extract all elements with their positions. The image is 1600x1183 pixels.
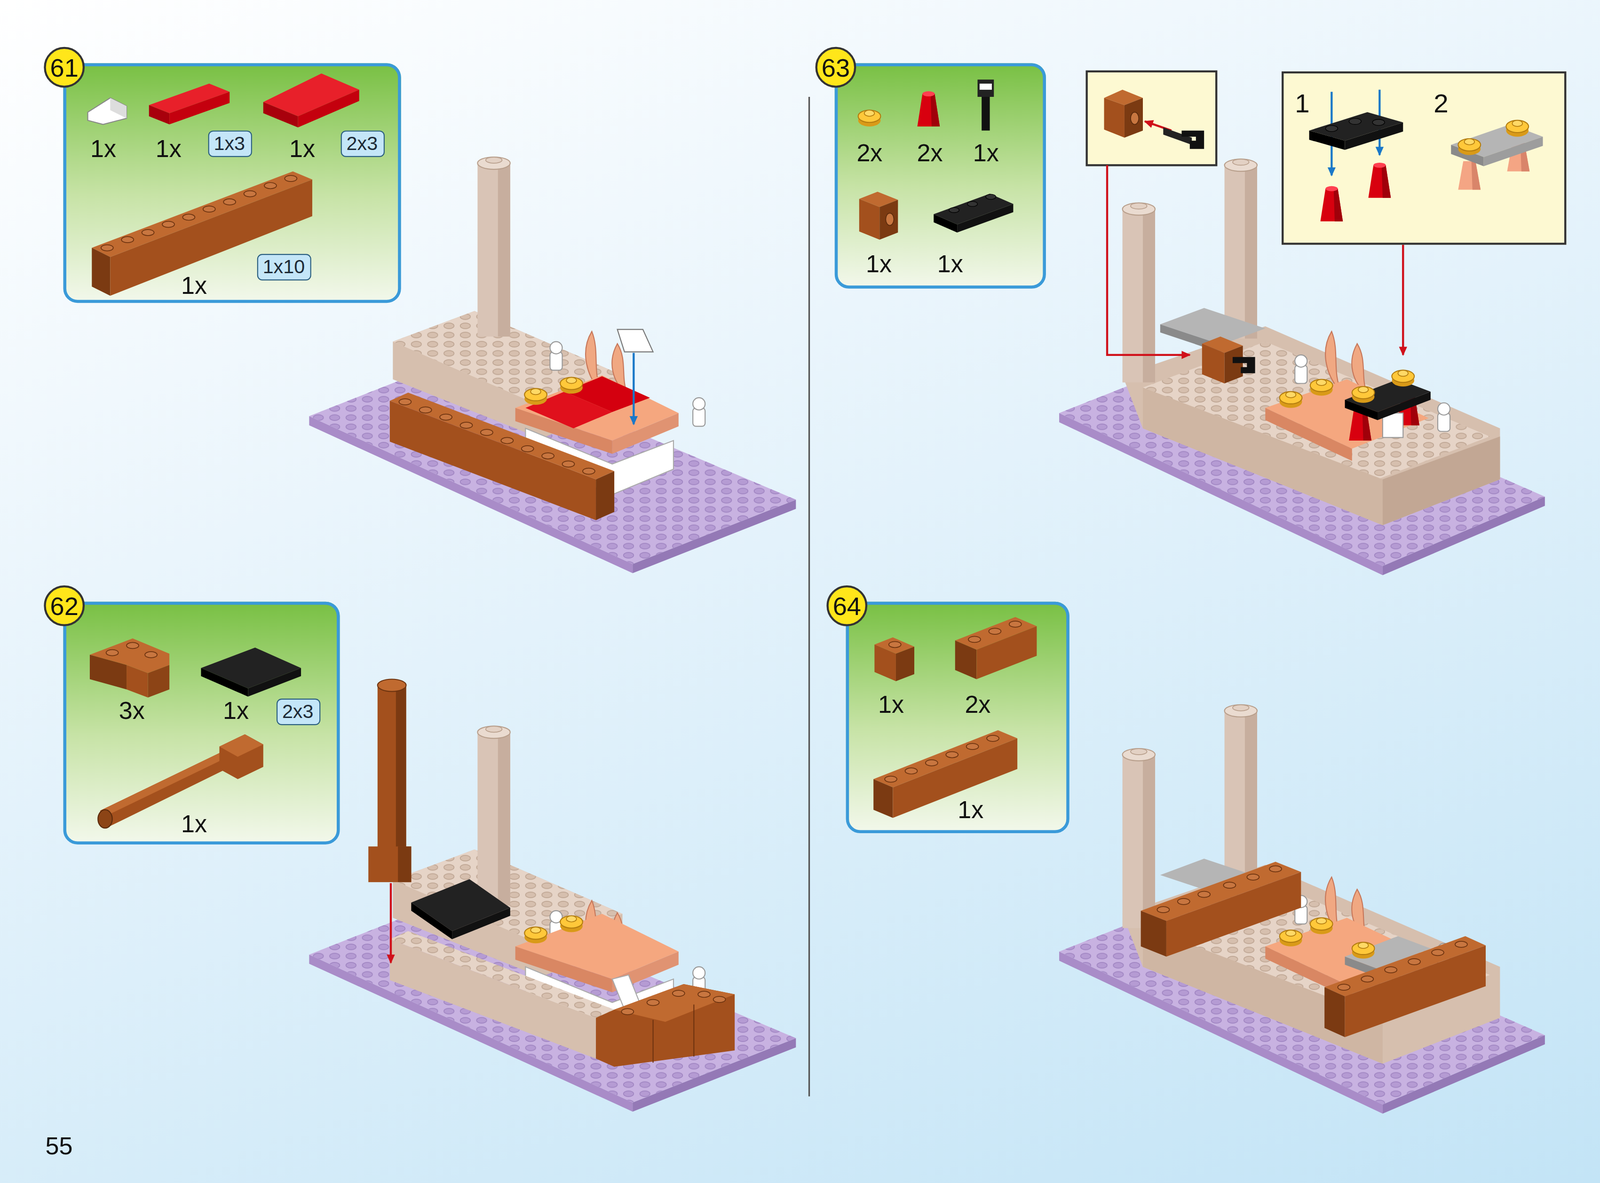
part-count: 1x — [878, 690, 904, 720]
part-count: 1x — [181, 271, 207, 301]
size-tag: 1x10 — [256, 253, 311, 281]
part-count: 1x — [937, 249, 964, 279]
step-number: 63 — [815, 47, 857, 88]
page-number: 55 — [45, 1132, 73, 1162]
part-count: 1x — [865, 249, 892, 279]
step-panel: 611x32x31x10 — [63, 63, 402, 303]
size-text: 2x3 — [282, 700, 314, 724]
size-text: 1x3 — [213, 132, 246, 156]
substep-number: 1 — [1294, 87, 1310, 119]
part-count: 1x — [155, 134, 182, 164]
size-text: 2x3 — [346, 132, 378, 156]
part-count: 2x — [856, 138, 883, 168]
part-count: 2x — [916, 138, 943, 168]
inset-box: 12 — [1281, 71, 1567, 246]
part-count: 2x — [964, 690, 991, 720]
size-tag: 2x3 — [276, 698, 320, 726]
step-number: 62 — [43, 585, 85, 627]
step-panel: 622x3 — [63, 601, 341, 845]
part-count: 3x — [118, 696, 145, 726]
part-count: 1x — [957, 795, 984, 825]
substep-number: 2 — [1433, 87, 1449, 119]
size-tag: 1x3 — [207, 130, 252, 158]
part-count: 1x — [973, 138, 999, 168]
part-count: 1x — [222, 696, 249, 726]
size-tag: 2x3 — [340, 130, 385, 158]
step-number: 61 — [43, 47, 85, 88]
part-count: 1x — [181, 809, 207, 839]
part-count: 1x — [90, 134, 117, 164]
part-count: 1x — [289, 134, 316, 164]
step-number: 64 — [826, 585, 868, 627]
size-text: 1x10 — [262, 255, 305, 279]
